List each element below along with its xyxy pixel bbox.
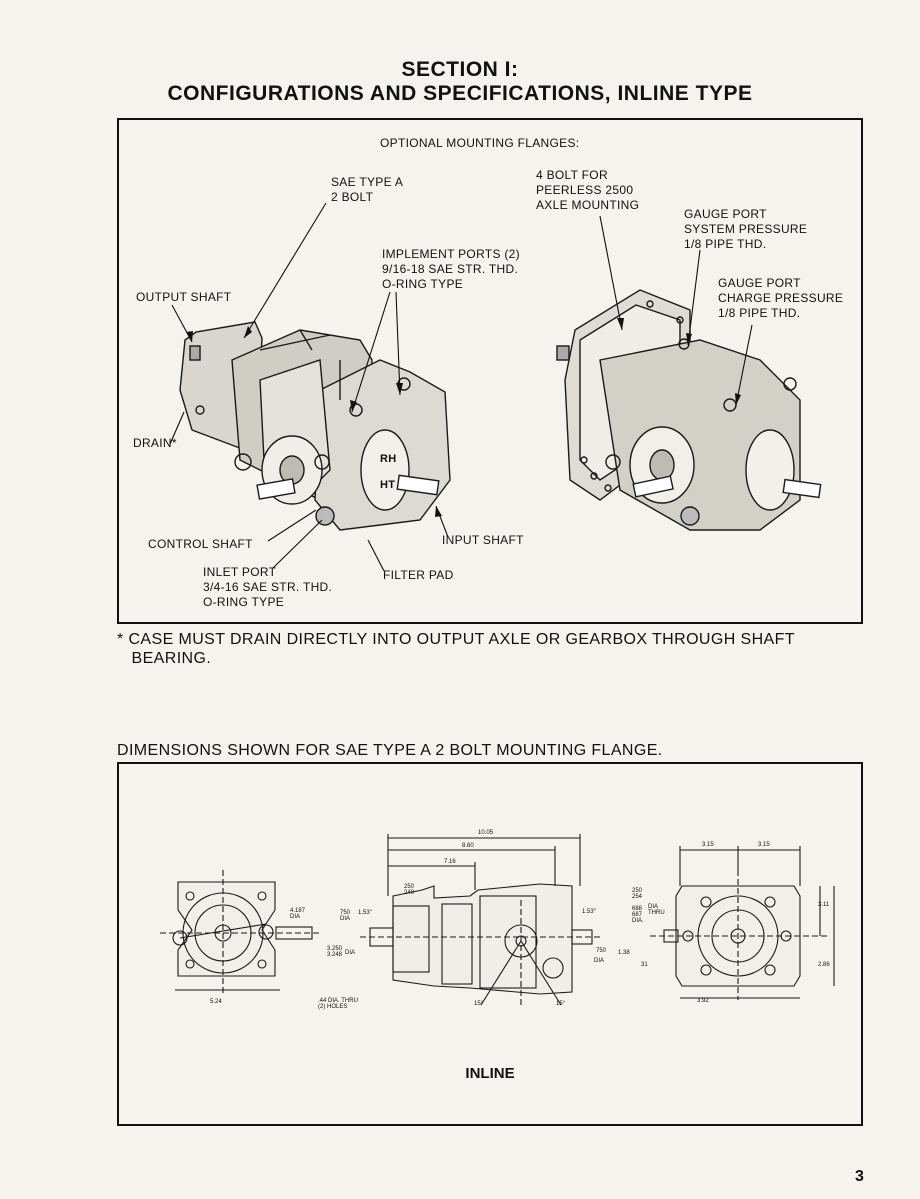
filter-pad-label: FILTER PAD	[383, 568, 454, 582]
dim-dia-right: DIA	[594, 958, 605, 964]
dim-250-254: 250 254	[632, 888, 643, 900]
dim-3-15-right: 3.15	[758, 842, 770, 848]
dim-7-16: 7.16	[444, 859, 456, 865]
gauge-port-system-label: GAUGE PORT SYSTEM PRESSURE 1/8 PIPE THD.	[684, 207, 808, 251]
rh-marking: RH	[380, 453, 397, 465]
dim-15-left: 15°	[474, 1001, 484, 1007]
dim-8-60: 8.60	[462, 843, 474, 849]
dimensions-note: DIMENSIONS SHOWN FOR SAE TYPE A 2 BOLT M…	[117, 742, 663, 759]
dim-688-687: 688 687 DIA.	[632, 906, 644, 924]
input-shaft-label: INPUT SHAFT	[442, 533, 524, 547]
figure-caption: INLINE	[465, 1065, 515, 1082]
dim-10-05: 10.05	[478, 830, 494, 836]
dim-3-92: 3.92	[697, 998, 709, 1004]
sae-type-a-label: SAE TYPE A 2 BOLT	[331, 175, 404, 204]
dim-3-250: 3.250 3.248	[327, 946, 343, 958]
section-title: CONFIGURATIONS AND SPECIFICATIONS, INLIN…	[167, 82, 753, 105]
dim-holes: .44 DIA. THRU (2) HOLES	[318, 998, 358, 1010]
dim-750-right: 750	[596, 948, 607, 954]
four-bolt-label: 4 BOLT FOR PEERLESS 2500 AXLE MOUNTING	[536, 168, 640, 212]
optional-flanges-label: OPTIONAL MOUNTING FLANGES:	[380, 136, 580, 150]
dim-dia-thru: DIA THRU	[648, 904, 665, 916]
ht-marking: HT	[380, 479, 396, 491]
case-drain-note: * CASE MUST DRAIN DIRECTLY INTO OUTPUT A…	[117, 631, 795, 667]
dim-4-187: 4.187 DIA	[290, 908, 306, 920]
dim-3-15-left: 3.15	[702, 842, 714, 848]
drain-label: DRAIN*	[133, 436, 177, 450]
dim-dia-left: DIA	[345, 950, 356, 956]
dim-1-38: 1.38	[618, 950, 630, 956]
section-heading: SECTION I:	[401, 58, 519, 81]
output-shaft-label: OUTPUT SHAFT	[136, 290, 232, 304]
dim-2-86: 2.86	[818, 962, 830, 968]
dim-3-11: 3.11	[818, 902, 830, 908]
page-number: 3	[855, 1168, 864, 1185]
dim-1-53-left: 1.53"	[358, 910, 372, 916]
dim-15-right: 15°	[556, 1001, 566, 1007]
dim-750-dia: 750 DIA	[340, 910, 351, 922]
dim-1-53-right: 1.53"	[582, 909, 596, 915]
dim-5-24: 5.24	[210, 999, 222, 1005]
dim-31: 31	[641, 962, 648, 968]
figure-dimensions	[117, 762, 863, 1126]
figure-pump-configurations	[117, 118, 863, 624]
dim-250-240: 250 240	[404, 884, 415, 896]
implement-ports-label: IMPLEMENT PORTS (2) 9/16-18 SAE STR. THD…	[382, 247, 520, 291]
control-shaft-label: CONTROL SHAFT	[148, 537, 253, 551]
inlet-port-label: INLET PORT 3/4-16 SAE STR. THD. O-RING T…	[203, 565, 333, 609]
gauge-port-charge-label: GAUGE PORT CHARGE PRESSURE 1/8 PIPE THD.	[718, 276, 844, 320]
